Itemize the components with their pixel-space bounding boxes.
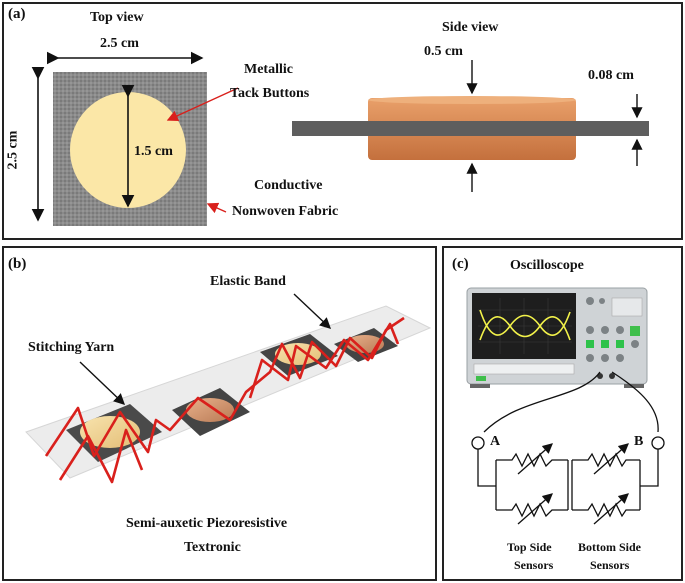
conductive-label-line1: Conductive bbox=[254, 178, 323, 193]
node-b-label: B bbox=[634, 434, 644, 449]
stitching-yarn bbox=[44, 316, 405, 484]
button-thickness-label: 0.5 cm bbox=[424, 44, 463, 59]
conductive-label-line2: Nonwoven Fabric bbox=[232, 204, 339, 219]
oscilloscope-device bbox=[466, 287, 648, 388]
elastic-band-label: Elastic Band bbox=[210, 274, 286, 289]
stitching-yarn-pointer bbox=[79, 361, 126, 405]
caption-line1: Semi-auxetic Piezoresistive bbox=[126, 516, 288, 531]
scope-waveform bbox=[479, 309, 571, 336]
metallic-label-line2: Tack Buttons bbox=[230, 86, 310, 101]
width-dimension-label: 2.5 cm bbox=[100, 36, 139, 51]
terminal-b bbox=[651, 436, 665, 450]
side-view-fabric-strip bbox=[292, 121, 649, 136]
top-sensors-line1: Top Side bbox=[507, 540, 552, 554]
side-view-title: Side view bbox=[442, 20, 499, 35]
probe-wire-a bbox=[483, 371, 601, 433]
sensor-circuit bbox=[477, 443, 659, 525]
terminal-a bbox=[471, 436, 485, 450]
metallic-label-line1: Metallic bbox=[244, 62, 293, 77]
height-dimension-label: 2.5 cm bbox=[5, 130, 21, 170]
fabric-pointer-arrow bbox=[206, 202, 227, 214]
metallic-pointer-arrow bbox=[166, 87, 239, 122]
probe-wire-b bbox=[611, 371, 659, 433]
panel-a-tag: (a) bbox=[8, 6, 26, 22]
oscilloscope-title: Oscilloscope bbox=[510, 258, 584, 273]
stitching-yarn-label: Stitching Yarn bbox=[28, 340, 115, 355]
top-view-title: Top view bbox=[90, 10, 144, 25]
node-a-label: A bbox=[490, 434, 501, 449]
fabric-thickness-label: 0.08 cm bbox=[588, 68, 634, 83]
panel-c-tag: (c) bbox=[452, 256, 469, 272]
top-sensors-line2: Sensors bbox=[514, 558, 554, 572]
elastic-band-pointer bbox=[293, 293, 332, 329]
button-diameter-label: 1.5 cm bbox=[134, 144, 173, 159]
caption-line2: Textronic bbox=[184, 540, 241, 555]
bottom-sensors-line1: Bottom Side bbox=[578, 540, 641, 554]
bottom-sensors-line2: Sensors bbox=[590, 558, 630, 572]
panel-b-tag: (b) bbox=[8, 256, 27, 272]
